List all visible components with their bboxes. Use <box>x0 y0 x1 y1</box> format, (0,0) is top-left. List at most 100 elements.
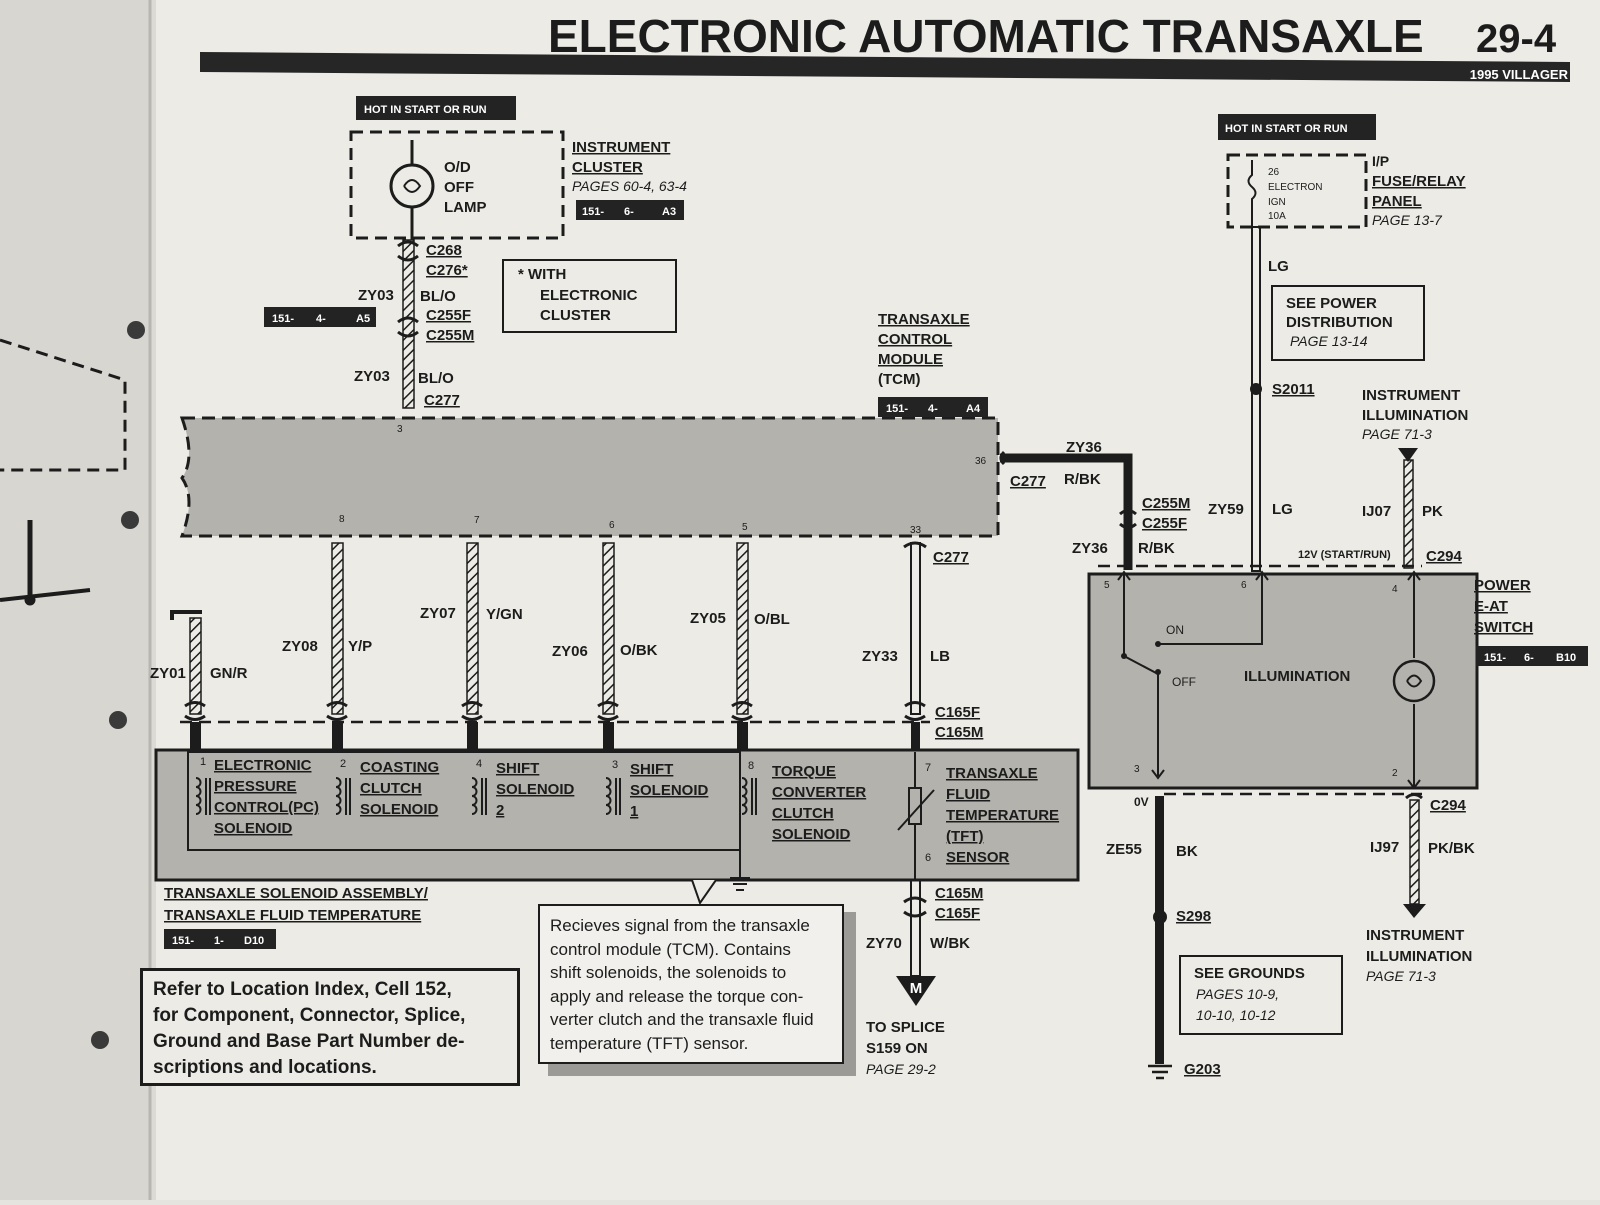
connector-label: C255F <box>1142 515 1187 532</box>
component-label: TEMPERATURE <box>946 807 1059 824</box>
connector-symbol <box>1119 509 1137 529</box>
note-line: Ground and Base Part Number de- <box>153 1031 465 1052</box>
instrument-illumination-input: INSTRUMENT ILLUMINATION PAGE 71-3 IJ07 P… <box>1298 387 1468 569</box>
wire-color: LG <box>1268 258 1289 275</box>
circuit-id: IJ07 <box>1362 503 1391 520</box>
pin-number: 7 <box>474 515 480 526</box>
wire-color: O/BL <box>754 611 790 628</box>
wire-color: W/BK <box>930 935 970 952</box>
component-label: ELECTRONIC <box>214 757 312 774</box>
component-label: 1 <box>630 803 638 820</box>
connector-label: C165M <box>935 724 983 741</box>
wire-zy01 <box>189 617 202 715</box>
cluster-title-line: CLUSTER <box>572 159 643 176</box>
wire-lg-feed: LG S2011 <box>1250 226 1315 572</box>
note-line: scriptions and locations. <box>153 1057 377 1078</box>
component-label: FLUID <box>946 786 990 803</box>
ref-tag <box>878 397 988 417</box>
illum-page: PAGE 71-3 <box>1362 426 1432 442</box>
solenoid-description-callout: Recieves signal from the transaxle contr… <box>538 904 844 1064</box>
connector-label: C294 <box>1426 548 1463 565</box>
wire-color: PK/BK <box>1428 840 1475 857</box>
ground-icon <box>1148 1064 1172 1080</box>
lamp-label-line: OFF <box>444 179 474 196</box>
pin-number: 6 <box>1241 580 1247 591</box>
note-line: DISTRIBUTION <box>1286 314 1393 331</box>
component-label: TORQUE <box>772 763 836 780</box>
note-line: Refer to Location Index, Cell 152, <box>153 979 452 1000</box>
note-line: * WITH <box>518 266 566 283</box>
ref-tag-text: 151- <box>1484 652 1506 664</box>
note-line: SEE POWER <box>1286 295 1377 312</box>
wire-color: BL/O <box>418 370 454 387</box>
circuit-id: IJ97 <box>1370 839 1399 856</box>
fuse-relay-panel: HOT IN START OR RUN 26 ELECTRON IGN 10A … <box>1218 114 1466 229</box>
ref-tag-text: A3 <box>662 206 676 218</box>
see-grounds-page: 10-10, 10-12 <box>1196 1007 1276 1023</box>
coil-icon <box>741 777 748 815</box>
ref-tag <box>164 929 276 949</box>
component-label: (TFT) <box>946 828 983 845</box>
wire-zy05 <box>736 542 749 715</box>
circuit-id: ZY33 <box>862 648 898 665</box>
circuit-id: ZY03 <box>358 287 394 304</box>
illum-page: PAGE 71-3 <box>1366 968 1436 984</box>
component-label: CLUTCH <box>772 805 834 822</box>
tcm-title-line: TRANSAXLE <box>878 311 970 328</box>
description-line: shift solenoids, the solenoids to <box>550 963 787 982</box>
illum-title-line: INSTRUMENT <box>1366 927 1464 944</box>
connector-label: C165M <box>935 885 983 902</box>
arrow-down-icon <box>1403 904 1426 918</box>
switch-state-label: ON <box>1166 623 1184 637</box>
lamp-label-line: O/D <box>444 159 471 176</box>
location-index-note: Refer to Location Index, Cell 152, for C… <box>140 968 520 1086</box>
lamp-filament-icon <box>403 179 422 193</box>
wire-color: BK <box>1176 843 1198 860</box>
circuit-id: ZY03 <box>354 368 390 385</box>
pin-number: 3 <box>1134 764 1140 775</box>
ref-tag-text: A5 <box>356 313 370 325</box>
assembly-title-line: TRANSAXLE FLUID TEMPERATURE <box>164 907 421 924</box>
see-grounds-page: PAGES 10-9, <box>1196 986 1279 1002</box>
callout-pointer <box>691 879 717 906</box>
wire-color: R/BK <box>1064 471 1101 488</box>
instrument-illumination-output: C294 IJ97 PK/BK INSTRUMENT ILLUMINATION … <box>1366 793 1475 984</box>
component-label: SOLENOID <box>214 820 293 837</box>
wire-color: LB <box>930 648 950 665</box>
connector-label: C277 <box>1010 473 1046 490</box>
ground-label: G203 <box>1184 1061 1221 1078</box>
splice-dot <box>1153 910 1167 924</box>
page-number: 29-4 <box>1476 17 1557 61</box>
splice-label: S298 <box>1176 908 1211 925</box>
wire-color: Y/P <box>348 638 372 655</box>
binding-hole <box>127 321 145 339</box>
connector-label: C255M <box>1142 495 1190 512</box>
connector-symbol <box>903 896 927 918</box>
pin-number: 5 <box>1104 580 1110 591</box>
hot-label-left: HOT IN START OR RUN <box>364 104 487 116</box>
component-label: CONVERTER <box>772 784 866 801</box>
coil-icon <box>195 777 202 815</box>
hot-label-box <box>1218 114 1376 140</box>
pin-number: 4 <box>1392 584 1398 595</box>
ref-tag-text: A4 <box>966 403 981 415</box>
component-label: SOLENOID <box>772 826 851 843</box>
tcm-title-line: (TCM) <box>878 371 920 388</box>
component-label: CONTROL(PC) <box>214 799 319 816</box>
fuse-label-line: 26 <box>1268 167 1280 178</box>
wire-color: R/BK <box>1138 540 1175 557</box>
connector-label: C165F <box>935 704 980 721</box>
connector-symbol <box>184 701 926 721</box>
circuit-id: ZY36 <box>1066 439 1102 456</box>
header-bar <box>200 52 1570 82</box>
voltage-label: 0V <box>1134 795 1149 809</box>
fuse-panel-title-line: FUSE/RELAY <box>1372 173 1466 190</box>
connector-symbol <box>999 450 1006 466</box>
component-label: SOLENOID <box>630 782 709 799</box>
splice-label-line: S159 ON <box>866 1040 928 1057</box>
illum-title-line: ILLUMINATION <box>1362 407 1468 424</box>
wire-zy03: C268 C276* ZY03 BL/O C255F C255M ZY03 BL… <box>264 239 474 409</box>
ground-circuit-ze55: 0V ZE55 BK S298 G203 SEE GROUNDS PAGES 1… <box>1106 792 1422 1080</box>
circuit-id: ZY70 <box>866 935 902 952</box>
component-label: COASTING <box>360 759 439 776</box>
